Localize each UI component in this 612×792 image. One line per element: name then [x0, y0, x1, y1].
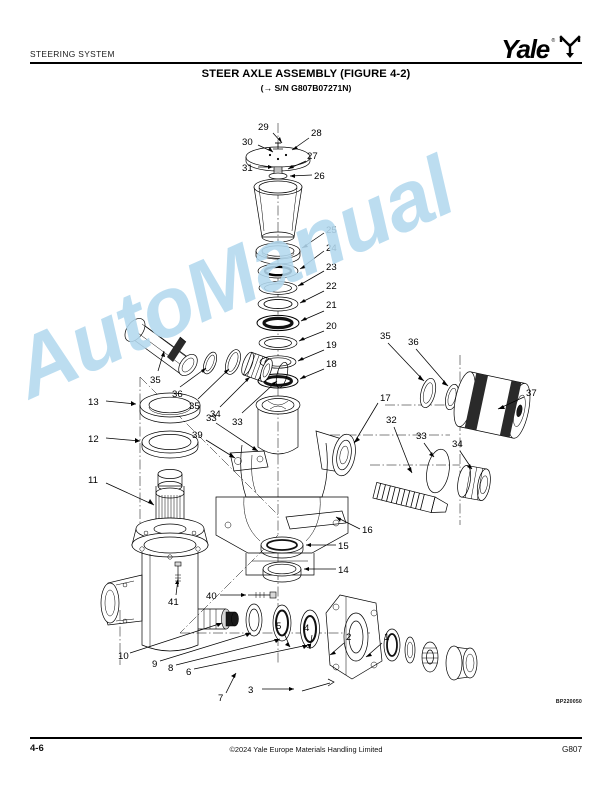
page-header: STEERING SYSTEM Yale ®	[30, 34, 582, 64]
callout-17: 17	[380, 393, 391, 404]
callout-35-right: 35	[380, 331, 391, 342]
callout-37: 35	[150, 375, 161, 386]
callout-31: 31	[242, 163, 253, 174]
callout-1: 1	[384, 632, 389, 643]
callout-4: 4	[304, 623, 310, 634]
callout-2: 2	[346, 632, 351, 643]
callout-20: 20	[326, 321, 337, 332]
callout-14: 14	[338, 565, 349, 576]
callout-24: 24	[326, 243, 337, 254]
callout-29: 29	[258, 122, 269, 133]
callout-34-left: 34	[210, 409, 221, 420]
callout-33-centre: 33	[206, 413, 217, 424]
callout-36-right: 36	[408, 337, 419, 348]
callout-33-right: 33	[416, 431, 427, 442]
callout-6: 6	[186, 667, 191, 678]
yale-logo: Yale ®	[501, 35, 582, 62]
callout-5: 5	[276, 621, 281, 632]
callout-36-left: 36	[172, 389, 183, 400]
callout-11: 11	[88, 475, 98, 486]
callout-15: 15	[338, 541, 349, 552]
section-label: STEERING SYSTEM	[30, 49, 115, 59]
callout-39: 39	[192, 430, 203, 441]
callout-38: 37	[526, 388, 537, 399]
drawing-number: BP220050	[555, 699, 582, 705]
copyright-notice: ©2024 Yale Europe Materials Handling Lim…	[229, 745, 383, 754]
callout-19: 19	[326, 340, 337, 351]
title-block: STEER AXLE ASSEMBLY (FIGURE 4-2) (→ S/N …	[0, 68, 612, 93]
callout-16: 16	[362, 525, 373, 536]
callout-27: 27	[307, 151, 318, 162]
callout-7: 7	[218, 693, 223, 704]
callout-22: 22	[326, 281, 337, 292]
page-title: STEER AXLE ASSEMBLY (FIGURE 4-2)	[201, 68, 411, 80]
callout-18: 18	[326, 359, 337, 370]
callout-35-left: 35	[189, 401, 200, 412]
callout-12: 12	[88, 434, 99, 445]
yale-wordmark: Yale ®	[501, 36, 555, 62]
yale-wordmark-text: Yale	[501, 33, 550, 64]
page-subtitle: (→ S/N G807B07271N)	[260, 83, 352, 93]
model-code: G807	[561, 745, 582, 754]
callout-28: 28	[311, 128, 322, 139]
callout-8: 8	[168, 663, 173, 674]
callout-9: 9	[152, 659, 157, 670]
callout-25: 25	[326, 225, 337, 236]
callout-34-right: 34	[452, 439, 463, 450]
callout-13: 13	[88, 397, 99, 408]
page-number: 4-6	[30, 743, 44, 754]
callout-26: 26	[314, 171, 325, 182]
callout-40: 40	[206, 591, 217, 602]
registered-trademark-icon: ®	[551, 37, 556, 44]
yale-trident-icon	[559, 35, 581, 58]
callout-23: 23	[326, 262, 337, 273]
callout-32: 32	[386, 415, 397, 426]
callout-41: 41	[168, 597, 179, 608]
callout-21: 21	[326, 300, 337, 311]
footer-divider	[30, 737, 582, 739]
callout-3: 3	[248, 685, 253, 696]
header-divider	[30, 62, 582, 64]
callout-30: 30	[242, 137, 253, 148]
callout-10: 10	[118, 651, 129, 662]
callout-33-left: 33	[232, 417, 243, 428]
exploded-parts-diagram: 29 30 28 31 27 26 25 24 23 22	[30, 105, 582, 705]
